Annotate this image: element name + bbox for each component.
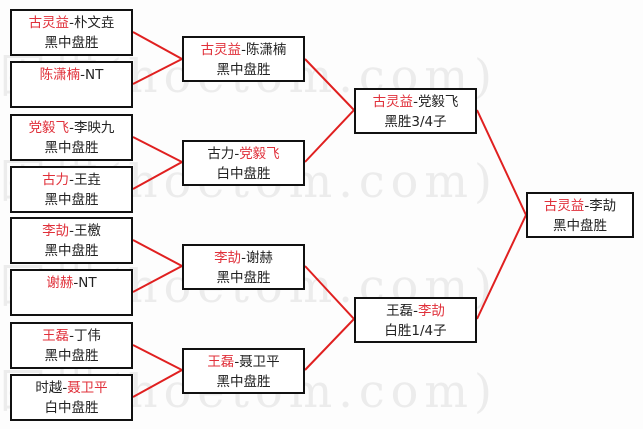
bracket-line bbox=[304, 265, 356, 371]
match-box: 陈潇楠-NT bbox=[10, 61, 133, 108]
player-2-name: 谢赫 bbox=[245, 250, 273, 266]
match-players: 古力-王垚 bbox=[12, 170, 131, 190]
bracket-line bbox=[132, 31, 185, 85]
bracket-line bbox=[132, 344, 185, 398]
match-players: 古力-党毅飞 bbox=[184, 144, 303, 164]
match-box: 王磊-聂卫平黑中盘胜 bbox=[182, 348, 305, 394]
match-result: 黑中盘胜 bbox=[44, 348, 99, 364]
match-result: 黑中盘胜 bbox=[44, 140, 99, 156]
player-1-name: 陈潇楠 bbox=[39, 67, 81, 83]
match-box: 王磊-李劼白胜1/4子 bbox=[354, 297, 477, 343]
match-players: 王磊-李劼 bbox=[356, 301, 475, 321]
player-1-name: 党毅飞 bbox=[28, 120, 70, 136]
bracket-line bbox=[132, 239, 185, 293]
match-players: 李劼-谢赫 bbox=[184, 248, 303, 268]
match-result: 黑中盘胜 bbox=[216, 270, 271, 286]
player-1-name: 谢赫 bbox=[46, 275, 74, 291]
separator: - bbox=[413, 94, 418, 110]
player-2-name: 王垚 bbox=[73, 172, 101, 188]
separator: - bbox=[69, 328, 74, 344]
separator: - bbox=[584, 198, 590, 214]
match-box: 古灵益-朴文垚黑中盘胜 bbox=[10, 9, 133, 56]
separator: - bbox=[241, 250, 246, 266]
match-players: 古灵益-党毅飞 bbox=[356, 92, 475, 112]
player-2-name: 李劼 bbox=[417, 303, 445, 319]
match-result: 黑胜3/4子 bbox=[384, 114, 447, 130]
match-players: 李劼-王檄 bbox=[12, 221, 131, 241]
player-1-name: 古灵益 bbox=[543, 198, 585, 214]
match-players: 古灵益-朴文垚 bbox=[12, 13, 131, 33]
match-box: 古力-王垚黑中盘胜 bbox=[10, 166, 133, 213]
player-2-name: 党毅飞 bbox=[417, 94, 459, 110]
separator: - bbox=[62, 380, 68, 396]
match-players: 陈潇楠-NT bbox=[12, 65, 131, 85]
bracket-line bbox=[132, 136, 185, 190]
separator: - bbox=[234, 354, 240, 370]
match-result: 黑中盘胜 bbox=[216, 62, 271, 78]
player-2-name: 王檄 bbox=[73, 223, 101, 239]
separator: - bbox=[69, 15, 74, 31]
match-result: 黑中盘胜 bbox=[553, 218, 607, 234]
match-players: 时越-聂卫平 bbox=[12, 378, 131, 398]
separator: - bbox=[69, 172, 74, 188]
match-result: 白胜1/4子 bbox=[384, 323, 447, 339]
player-2-name: 李映九 bbox=[73, 120, 115, 136]
match-box: 王磊-丁伟黑中盘胜 bbox=[10, 322, 133, 369]
separator: - bbox=[69, 223, 74, 239]
bracket-line bbox=[476, 109, 528, 320]
match-box: 古灵益-党毅飞黑胜3/4子 bbox=[354, 88, 477, 134]
match-box: 李劼-王檄黑中盘胜 bbox=[10, 217, 133, 264]
match-players: 古灵益-陈潇楠 bbox=[184, 40, 303, 60]
match-players: 党毅飞-李映九 bbox=[12, 118, 131, 138]
player-2-name: 李劼 bbox=[589, 198, 617, 214]
match-result: 黑中盘胜 bbox=[44, 243, 99, 259]
player-2-name: 聂卫平 bbox=[67, 380, 108, 396]
match-box: 时越-聂卫平白中盘胜 bbox=[10, 374, 133, 421]
player-1-name: 古灵益 bbox=[372, 94, 414, 110]
player-1-name: 时越 bbox=[35, 380, 63, 396]
separator: - bbox=[80, 67, 85, 83]
player-2-name: NT bbox=[78, 275, 97, 291]
player-1-name: 古力 bbox=[42, 172, 70, 188]
match-result: 黑中盘胜 bbox=[44, 35, 99, 51]
player-1-name: 古灵益 bbox=[200, 42, 242, 58]
player-1-name: 古灵益 bbox=[28, 15, 70, 31]
match-result: 白中盘胜 bbox=[44, 400, 99, 416]
bracket-line bbox=[304, 58, 356, 163]
match-players: 谢赫-NT bbox=[12, 273, 131, 293]
separator: - bbox=[73, 275, 79, 291]
match-box: 古力-党毅飞白中盘胜 bbox=[182, 140, 305, 186]
player-1-name: 王磊 bbox=[386, 303, 414, 319]
player-1-name: 李劼 bbox=[214, 250, 242, 266]
match-result: 黑中盘胜 bbox=[216, 374, 271, 390]
separator: - bbox=[413, 303, 418, 319]
player-1-name: 王磊 bbox=[42, 328, 70, 344]
player-2-name: 党毅飞 bbox=[239, 146, 280, 162]
player-2-name: 丁伟 bbox=[73, 328, 101, 344]
match-result: 黑中盘胜 bbox=[44, 192, 99, 208]
player-2-name: 聂卫平 bbox=[239, 354, 280, 370]
player-1-name: 古力 bbox=[207, 146, 235, 162]
player-2-name: 陈潇楠 bbox=[245, 42, 287, 58]
match-box: 党毅飞-李映九黑中盘胜 bbox=[10, 114, 133, 161]
separator: - bbox=[69, 120, 74, 136]
match-box: 李劼-谢赫黑中盘胜 bbox=[182, 244, 305, 290]
player-2-name: 朴文垚 bbox=[73, 15, 115, 31]
player-1-name: 李劼 bbox=[42, 223, 70, 239]
final-match-box: 古灵益-李劼黑中盘胜 bbox=[526, 192, 634, 238]
match-result: 白中盘胜 bbox=[216, 166, 271, 182]
separator: - bbox=[241, 42, 246, 58]
match-box: 古灵益-陈潇楠黑中盘胜 bbox=[182, 36, 305, 82]
match-players: 王磊-丁伟 bbox=[12, 326, 131, 346]
player-1-name: 王磊 bbox=[207, 354, 235, 370]
match-players: 古灵益-李劼 bbox=[528, 196, 632, 216]
match-players: 王磊-聂卫平 bbox=[184, 352, 303, 372]
match-box: 谢赫-NT bbox=[10, 269, 133, 316]
player-2-name: NT bbox=[85, 67, 104, 83]
separator: - bbox=[234, 146, 240, 162]
